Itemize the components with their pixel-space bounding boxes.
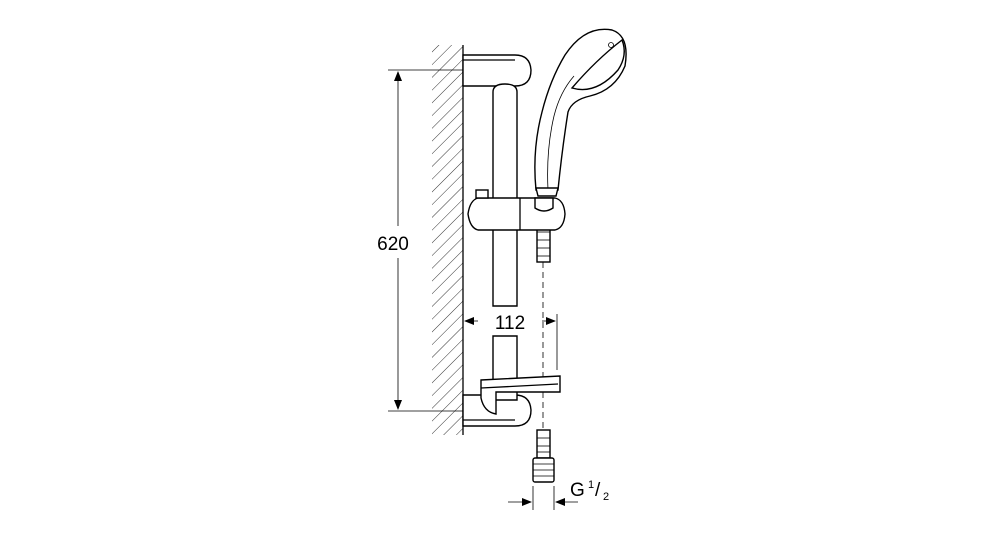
soap-dish (480, 375, 561, 415)
shower-rail (492, 83, 518, 401)
top-wall-bracket (462, 54, 532, 87)
thread-dimension-slash: / (595, 480, 601, 501)
hand-shower (534, 28, 627, 197)
depth-dimension-label: 112 (495, 313, 525, 334)
thread-dimension: G 1 / 2 (508, 479, 609, 510)
shower-hose (536, 223, 551, 459)
bottom-wall-bracket (462, 394, 532, 427)
thread-dimension-denominator: 2 (603, 491, 609, 503)
depth-dimension: 112 (464, 313, 558, 370)
thread-dimension-prefix: G (570, 480, 585, 501)
slider (467, 189, 566, 231)
height-dimension: 620 (377, 69, 463, 412)
thread-dimension-numerator: 1 (588, 479, 594, 491)
hose-nut (532, 457, 555, 483)
height-dimension-label: 620 (377, 234, 409, 255)
wall (432, 45, 464, 435)
